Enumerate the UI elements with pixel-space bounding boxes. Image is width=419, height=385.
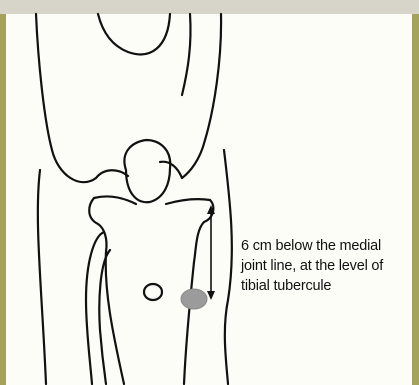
injection-site-marker — [181, 289, 207, 309]
fibula — [86, 232, 110, 384]
tibia-shaft-left — [106, 252, 124, 384]
annotation-line-3: tibial tubercule — [241, 276, 411, 296]
tibia-shaft-right — [184, 262, 194, 384]
femur-right-edge — [182, 14, 221, 178]
leg-outer-left — [38, 170, 46, 384]
tibia-upper-left — [89, 198, 106, 252]
tibial-tubercle — [144, 284, 162, 300]
femur-inner-right — [182, 14, 191, 95]
femur-left-edge — [36, 14, 96, 182]
annotation-line-1: 6 cm below the medial — [241, 236, 411, 256]
annotation-caption: 6 cm below the medial joint line, at the… — [241, 236, 411, 296]
patella — [124, 140, 170, 202]
femur-inner-left — [98, 14, 170, 54]
annotation-line-2: joint line, at the level of — [241, 256, 411, 276]
leg-outer-right — [224, 150, 232, 384]
